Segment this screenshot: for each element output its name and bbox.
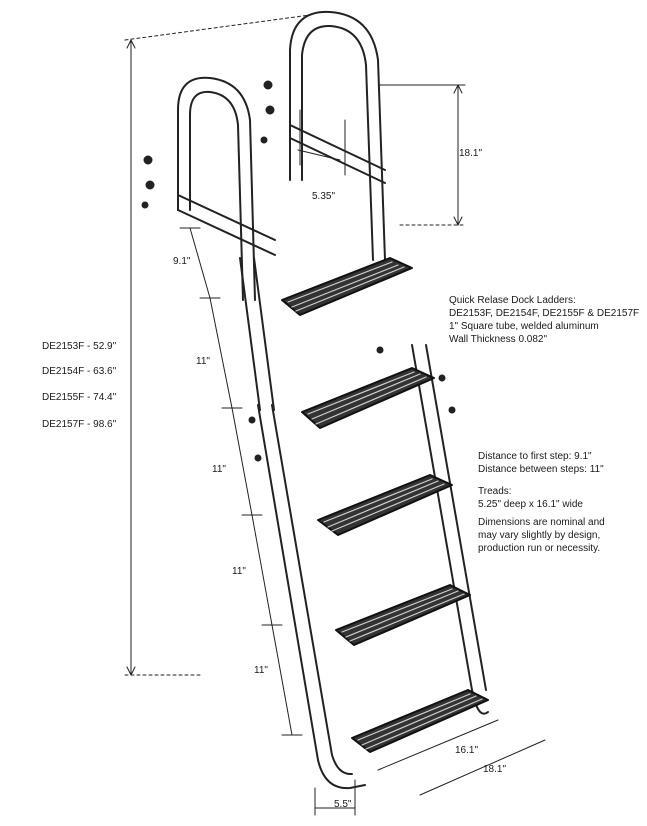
spacing-notes: Distance to first step: 9.1" Distance be… bbox=[478, 450, 604, 476]
tread-2 bbox=[301, 367, 435, 429]
lower-rails bbox=[239, 257, 489, 790]
step-spacing-label-3: 11" bbox=[232, 566, 246, 577]
overall-height-dimension bbox=[124, 14, 311, 676]
disclaimer-line-1: Dimensions are nominal and bbox=[478, 517, 605, 528]
step-spacing-label-2: 11" bbox=[212, 464, 226, 475]
step-spacing-dimension bbox=[179, 227, 303, 736]
overall-width-label: 18.1" bbox=[483, 764, 507, 775]
tread-depth-label: 5.5" bbox=[334, 799, 352, 810]
tread-slats bbox=[287, 261, 483, 750]
tread-width-label: 16.1" bbox=[455, 745, 479, 756]
treads-label: Treads: bbox=[478, 486, 512, 497]
hardware-bolts bbox=[141, 80, 456, 462]
disclaimer: Dimensions are nominal and may vary slig… bbox=[478, 516, 605, 555]
model-height-1: DE2153F - 52.9" bbox=[42, 341, 117, 352]
treads-size: 5.25" deep x 16.1" wide bbox=[478, 499, 583, 510]
upper-frame bbox=[177, 10, 386, 301]
rail-offset-label: 5.35" bbox=[312, 191, 336, 202]
top-rail-height-dimension bbox=[379, 84, 466, 226]
disclaimer-line-3: production run or necessity. bbox=[478, 543, 601, 554]
bottom-dimensions bbox=[314, 719, 546, 816]
spec-wall: Wall Thickness 0.082" bbox=[449, 334, 548, 345]
spacing-first: Distance to first step: 9.1" bbox=[478, 451, 592, 462]
spec-block: Quick Relase Dock Ladders: DE2153F, DE21… bbox=[449, 294, 639, 346]
step-spacing-label-4: 11" bbox=[254, 665, 268, 676]
model-height-2: DE2154F - 63.6" bbox=[42, 366, 117, 377]
spec-title: Quick Relase Dock Ladders: bbox=[449, 295, 576, 306]
tread-notes: Treads: 5.25" deep x 16.1" wide bbox=[478, 485, 583, 511]
model-height-3: DE2155F - 74.4" bbox=[42, 392, 117, 403]
rail-offset-dimension bbox=[297, 109, 346, 176]
model-height-4: DE2157F - 98.6" bbox=[42, 419, 117, 430]
spacing-between: Distance between steps: 11" bbox=[478, 464, 604, 475]
first-step-label: 9.1" bbox=[173, 256, 191, 267]
spec-tube: 1" Square tube, welded aluminum bbox=[449, 321, 599, 332]
tread-3 bbox=[317, 474, 453, 536]
disclaimer-line-2: may vary slightly by design, bbox=[478, 530, 601, 541]
step-spacing-label-1: 11" bbox=[196, 356, 210, 367]
spec-models: DE2153F, DE2154F, DE2155F & DE2157F bbox=[449, 308, 640, 319]
top-rail-height-label: 18.1" bbox=[459, 148, 483, 159]
